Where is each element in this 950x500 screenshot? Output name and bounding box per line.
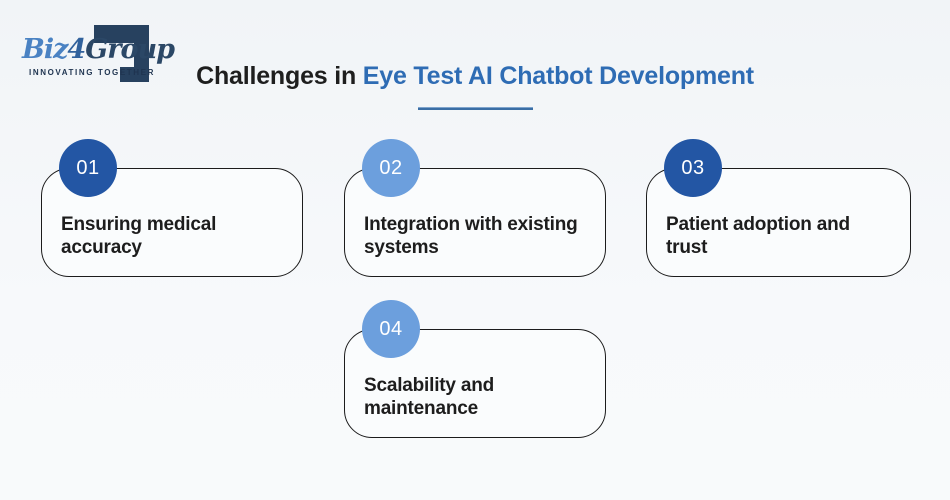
challenge-number-badge-3: 03: [664, 139, 722, 197]
page-title: Challenges in Eye Test AI Chatbot Develo…: [0, 62, 950, 91]
challenge-label-1: Ensuring medical accuracy: [61, 214, 217, 259]
logo-text-biz: Biz: [22, 34, 68, 65]
challenge-label-3: Patient adoption and trust: [666, 214, 850, 259]
logo-text-4: 4: [67, 34, 86, 65]
logo-text-group: Group: [85, 34, 175, 65]
title-wrap: Challenges in Eye Test AI Chatbot Develo…: [0, 62, 950, 91]
title-underline: [418, 107, 533, 110]
challenge-number-badge-4: 04: [362, 300, 420, 358]
challenge-card-4: 04 Scalability and maintenance: [344, 300, 606, 438]
page-title-prefix: Challenges in: [196, 62, 363, 90]
challenge-number-badge-2: 02: [362, 139, 420, 197]
biz4group-logo: Biz4Group INNOVATING TOGETHER: [22, 12, 182, 92]
bracket-square-icon: [94, 25, 149, 82]
challenge-label-2: Integration with existing systems: [364, 214, 578, 259]
challenge-card-2: 02 Integration with existing systems: [344, 139, 606, 277]
page-title-highlight: Eye Test AI Chatbot Development: [362, 62, 754, 90]
logo-wordmark: Biz4Group: [22, 34, 175, 65]
logo-tagline: INNOVATING TOGETHER: [29, 68, 155, 77]
challenge-card-3: 03 Patient adoption and trust: [646, 139, 911, 277]
challenge-label-4: Scalability and maintenance: [364, 375, 495, 420]
challenge-card-1: 01 Ensuring medical accuracy: [41, 139, 303, 277]
challenge-number-badge-1: 01: [59, 139, 117, 197]
